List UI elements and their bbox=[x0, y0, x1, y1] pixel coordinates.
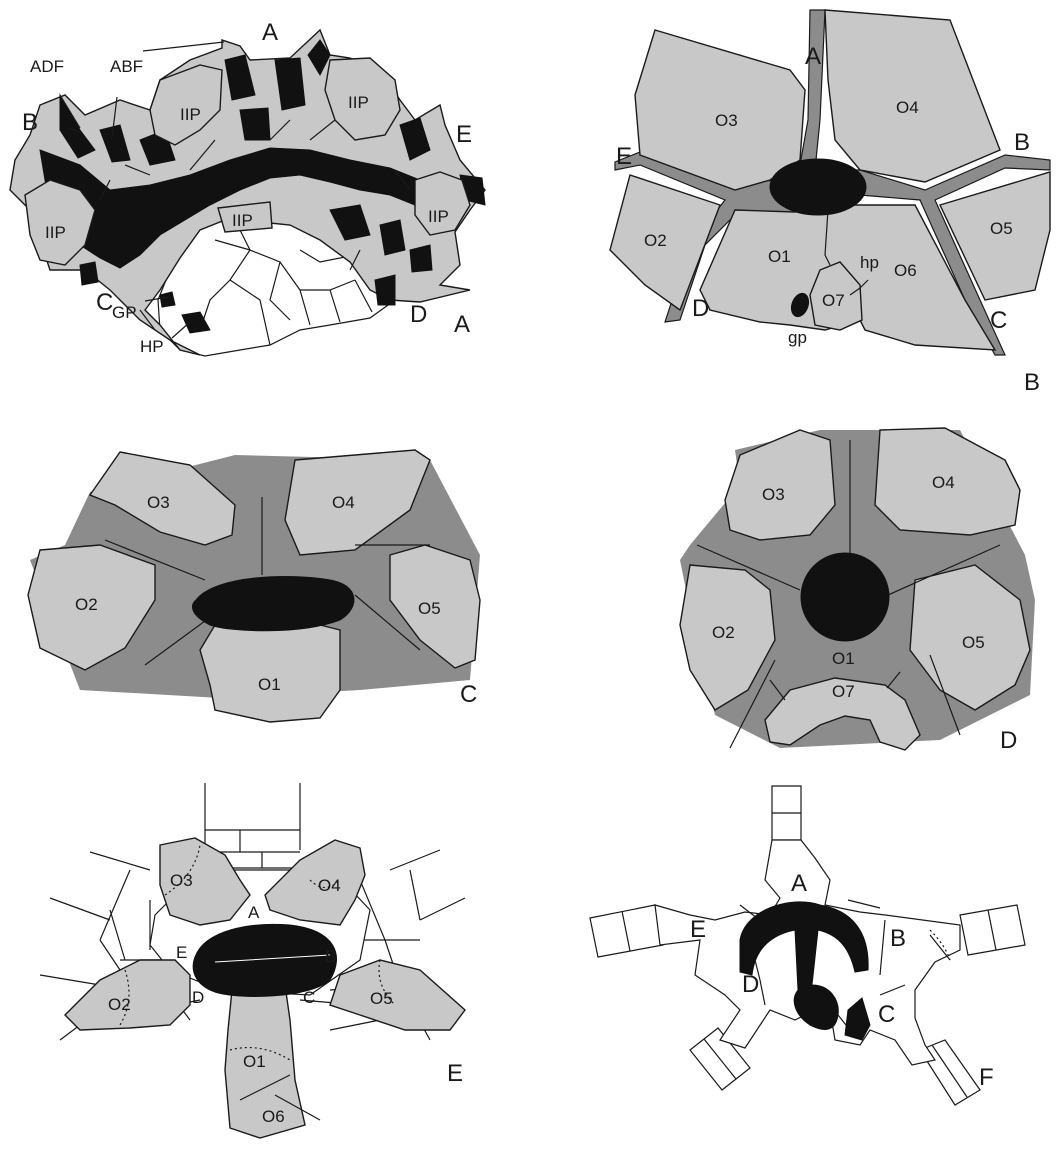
panel-a-plate-label: IIP bbox=[348, 93, 369, 112]
panel-a-plate-label: IIP bbox=[428, 207, 449, 226]
panel-b-plate-label: O2 bbox=[644, 231, 667, 250]
panel-d-plate-label: O7 bbox=[832, 682, 855, 701]
panel-c-letter: C bbox=[460, 681, 477, 708]
panel-b-plate-label: O1 bbox=[768, 247, 791, 266]
panel-e-plate-label: O2 bbox=[108, 995, 131, 1014]
panel-a-ray-d: D bbox=[410, 301, 427, 328]
panel-a-callout-gp: GP bbox=[112, 303, 137, 322]
panel-e-plate-label: O4 bbox=[318, 876, 341, 895]
panel-e: A B C D E O1 O2 O3 O4 O5 O6 E bbox=[40, 783, 465, 1138]
panel-e-plate-label: O6 bbox=[262, 1107, 285, 1126]
panel-e-plate-label: O1 bbox=[243, 1052, 266, 1071]
panel-e-plate-o5 bbox=[330, 960, 465, 1030]
panel-b-plate-label: O7 bbox=[822, 291, 845, 310]
panel-c-plate-label: O4 bbox=[332, 493, 355, 512]
panel-a-ray-b: B bbox=[22, 109, 38, 136]
panel-c-plate-label: O2 bbox=[75, 595, 98, 614]
panel-b-letter: B bbox=[1024, 369, 1040, 396]
panel-d-plate-label: O3 bbox=[762, 485, 785, 504]
panel-b-plate-label: O4 bbox=[896, 98, 919, 117]
panel-b-peristome bbox=[770, 159, 866, 215]
panel-f-ray-a: A bbox=[791, 870, 807, 897]
panel-c-plate-o1 bbox=[200, 620, 340, 722]
panel-a-ray-e: E bbox=[456, 121, 472, 148]
panel-c-plate-label: O3 bbox=[147, 493, 170, 512]
panel-a-letter: A bbox=[454, 311, 470, 338]
panel-d-plate-label: O5 bbox=[962, 633, 985, 652]
panel-d-plate-label: O2 bbox=[712, 623, 735, 642]
panel-e-ray-b: B bbox=[325, 947, 336, 966]
panel-b-callout-gp: gp bbox=[788, 328, 807, 347]
panel-b-plate-label: O3 bbox=[715, 111, 738, 130]
panel-a-plate-label: IIP bbox=[232, 211, 253, 230]
panel-e-letter: E bbox=[447, 1060, 463, 1087]
panel-a-callout-abf: ABF bbox=[110, 57, 143, 76]
panel-f-letter: F bbox=[979, 1064, 994, 1091]
panel-b-ray-d: D bbox=[692, 295, 709, 322]
panel-b-callout-hp: hp bbox=[860, 253, 879, 272]
panel-a-callout-adf: ADF bbox=[30, 57, 64, 76]
panel-b-ray-b: B bbox=[1014, 129, 1030, 156]
panel-b: A B C D E O1 O2 O3 O4 O5 O6 O7 hp gp B bbox=[610, 10, 1050, 396]
panel-b-plate-label: O6 bbox=[894, 261, 917, 280]
panel-a-callout-hp: HP bbox=[140, 337, 164, 356]
panel-e-ray-e: E bbox=[176, 943, 187, 962]
panel-b-plate-label: O5 bbox=[990, 219, 1013, 238]
panel-b-ray-a: A bbox=[805, 43, 821, 70]
panel-c-plate-label: O5 bbox=[418, 599, 441, 618]
panel-e-plate-label: O3 bbox=[170, 871, 193, 890]
panel-d-plate-label: O4 bbox=[932, 473, 955, 492]
panel-a-plate-label: IIP bbox=[180, 105, 201, 124]
panel-c-plate-label: O1 bbox=[258, 675, 281, 694]
panel-a-plate-label: IIP bbox=[45, 223, 66, 242]
panel-a-ray-c: C bbox=[96, 289, 113, 316]
panel-d-letter: D bbox=[1000, 727, 1017, 754]
panel-f-ray-b: B bbox=[890, 925, 906, 952]
panel-b-ray-e: E bbox=[616, 143, 632, 170]
panel-e-ray-d: D bbox=[192, 988, 204, 1007]
panel-d: O3 O4 O2 O5 O1 O7 D bbox=[680, 428, 1035, 754]
panel-f-ray-d: D bbox=[742, 971, 759, 998]
panel-f-ray-e: E bbox=[690, 916, 706, 943]
panel-f: A B C D E F bbox=[590, 786, 1025, 1105]
panel-a: A B C D E IIP IIP IIP IIP IIP ADF ABF GP… bbox=[10, 19, 485, 356]
panel-c: O3 O4 O2 O5 O1 C bbox=[28, 450, 480, 722]
panel-e-ray-c: C bbox=[303, 988, 315, 1007]
panel-d-peristome bbox=[801, 553, 889, 641]
panel-d-plate-label: O1 bbox=[832, 649, 855, 668]
panel-e-ray-a: A bbox=[248, 903, 260, 922]
panel-f-ray-c: C bbox=[878, 1001, 895, 1028]
panel-b-plate-o4 bbox=[825, 10, 1000, 182]
panel-e-plate-label: O5 bbox=[370, 989, 393, 1008]
panel-a-ray-a: A bbox=[262, 19, 278, 46]
panel-b-ray-c: C bbox=[990, 307, 1007, 334]
